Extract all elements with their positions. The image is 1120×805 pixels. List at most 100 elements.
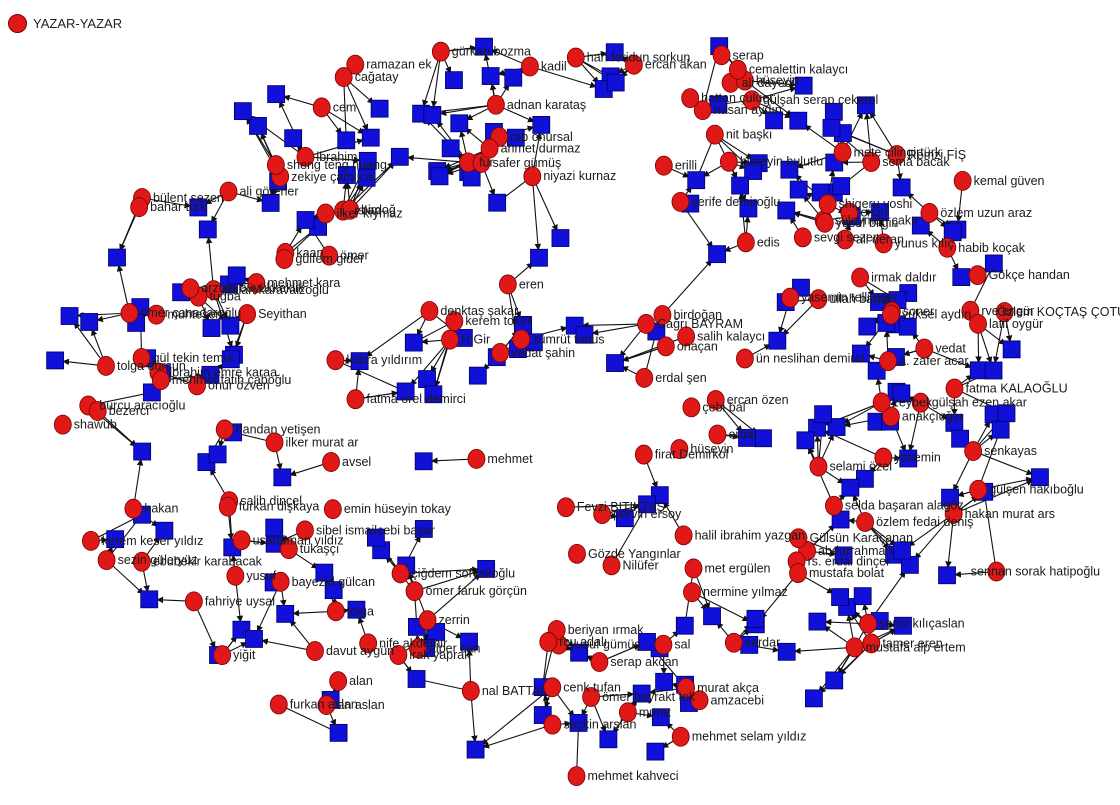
author-node[interactable] bbox=[879, 351, 898, 371]
author-node[interactable] bbox=[266, 155, 285, 175]
author-node[interactable] bbox=[789, 563, 807, 583]
author-node[interactable] bbox=[728, 59, 747, 80]
author-node[interactable] bbox=[326, 350, 345, 371]
author-node[interactable] bbox=[491, 342, 510, 363]
paper-node[interactable] bbox=[273, 468, 292, 487]
author-node[interactable] bbox=[322, 452, 340, 472]
author-node[interactable] bbox=[341, 199, 360, 220]
paper-node[interactable] bbox=[832, 177, 851, 195]
author-node[interactable] bbox=[705, 124, 724, 145]
author-node[interactable] bbox=[461, 680, 480, 701]
paper-node[interactable] bbox=[276, 604, 295, 623]
paper-node[interactable] bbox=[569, 714, 588, 732]
author-node[interactable] bbox=[132, 348, 151, 368]
paper-node[interactable] bbox=[615, 509, 634, 528]
paper-node[interactable] bbox=[765, 111, 783, 130]
paper-node[interactable] bbox=[315, 563, 334, 582]
paper-node[interactable] bbox=[892, 178, 911, 197]
author-node[interactable] bbox=[147, 304, 166, 325]
paper-node[interactable] bbox=[466, 740, 485, 759]
paper-node[interactable] bbox=[708, 245, 726, 264]
author-node[interactable] bbox=[247, 273, 266, 293]
paper-node[interactable] bbox=[221, 350, 240, 369]
paper-node[interactable] bbox=[80, 313, 99, 331]
author-node[interactable] bbox=[124, 498, 143, 519]
paper-node[interactable] bbox=[570, 643, 589, 662]
author-node[interactable] bbox=[543, 714, 562, 735]
paper-node[interactable] bbox=[606, 73, 625, 92]
author-node[interactable] bbox=[637, 314, 656, 334]
author-node[interactable] bbox=[789, 528, 808, 549]
author-node[interactable] bbox=[97, 356, 115, 376]
paper-node[interactable] bbox=[646, 742, 665, 761]
author-node[interactable] bbox=[743, 90, 761, 111]
paper-node[interactable] bbox=[858, 317, 877, 336]
author-node[interactable] bbox=[306, 641, 324, 661]
paper-node[interactable] bbox=[284, 129, 303, 148]
author-node[interactable] bbox=[677, 678, 695, 698]
author-node[interactable] bbox=[887, 145, 906, 165]
author-node[interactable] bbox=[543, 677, 562, 698]
paper-node[interactable] bbox=[938, 566, 956, 585]
paper-node[interactable] bbox=[441, 139, 460, 158]
paper-node[interactable] bbox=[357, 168, 376, 187]
paper-node[interactable] bbox=[477, 560, 496, 578]
author-node[interactable] bbox=[317, 695, 336, 715]
author-node[interactable] bbox=[825, 495, 843, 516]
author-node[interactable] bbox=[836, 229, 854, 250]
author-node[interactable] bbox=[523, 166, 542, 187]
paper-node[interactable] bbox=[267, 85, 286, 104]
author-node[interactable] bbox=[618, 702, 637, 723]
paper-node[interactable] bbox=[133, 442, 152, 461]
author-node[interactable] bbox=[736, 232, 755, 253]
author-node[interactable] bbox=[316, 203, 335, 224]
author-node[interactable] bbox=[874, 233, 893, 254]
author-node[interactable] bbox=[625, 54, 643, 75]
author-node[interactable] bbox=[296, 520, 314, 541]
author-node[interactable] bbox=[862, 152, 881, 172]
author-node[interactable] bbox=[602, 555, 621, 576]
paper-node[interactable] bbox=[202, 319, 221, 337]
paper-node[interactable] bbox=[892, 384, 911, 403]
paper-node[interactable] bbox=[744, 162, 762, 180]
paper-node[interactable] bbox=[754, 429, 772, 448]
author-node[interactable] bbox=[674, 525, 693, 546]
paper-node[interactable] bbox=[488, 193, 507, 212]
author-node[interactable] bbox=[132, 551, 151, 572]
paper-node[interactable] bbox=[414, 520, 433, 538]
paper-node[interactable] bbox=[504, 68, 523, 87]
paper-node[interactable] bbox=[984, 254, 1003, 273]
author-node[interactable] bbox=[708, 424, 727, 445]
author-node[interactable] bbox=[420, 301, 439, 321]
author-node[interactable] bbox=[964, 441, 983, 461]
author-node[interactable] bbox=[512, 329, 531, 350]
author-node[interactable] bbox=[521, 56, 539, 77]
paper-node[interactable] bbox=[841, 478, 860, 497]
author-node[interactable] bbox=[486, 94, 505, 115]
paper-node[interactable] bbox=[265, 518, 284, 537]
author-node[interactable] bbox=[312, 97, 331, 118]
author-node[interactable] bbox=[953, 170, 972, 191]
author-node[interactable] bbox=[809, 289, 828, 310]
author-node[interactable] bbox=[334, 67, 353, 87]
author-node[interactable] bbox=[445, 311, 464, 332]
paper-node[interactable] bbox=[731, 176, 749, 195]
paper-node[interactable] bbox=[208, 445, 227, 464]
paper-node[interactable] bbox=[46, 351, 65, 370]
author-node[interactable] bbox=[859, 613, 878, 634]
paper-node[interactable] bbox=[347, 600, 366, 619]
paper-node[interactable] bbox=[329, 723, 348, 742]
paper-node[interactable] bbox=[324, 581, 343, 600]
author-node[interactable] bbox=[851, 267, 870, 288]
author-node[interactable] bbox=[279, 539, 298, 560]
paper-node[interactable] bbox=[396, 382, 415, 401]
author-node[interactable] bbox=[405, 581, 424, 602]
author-node[interactable] bbox=[418, 610, 437, 631]
paper-node[interactable] bbox=[481, 67, 500, 85]
paper-node[interactable] bbox=[827, 418, 846, 436]
paper-node[interactable] bbox=[390, 147, 409, 166]
author-node[interactable] bbox=[677, 326, 696, 347]
author-node[interactable] bbox=[480, 138, 499, 159]
paper-node[interactable] bbox=[789, 111, 808, 130]
paper-node[interactable] bbox=[530, 248, 548, 267]
